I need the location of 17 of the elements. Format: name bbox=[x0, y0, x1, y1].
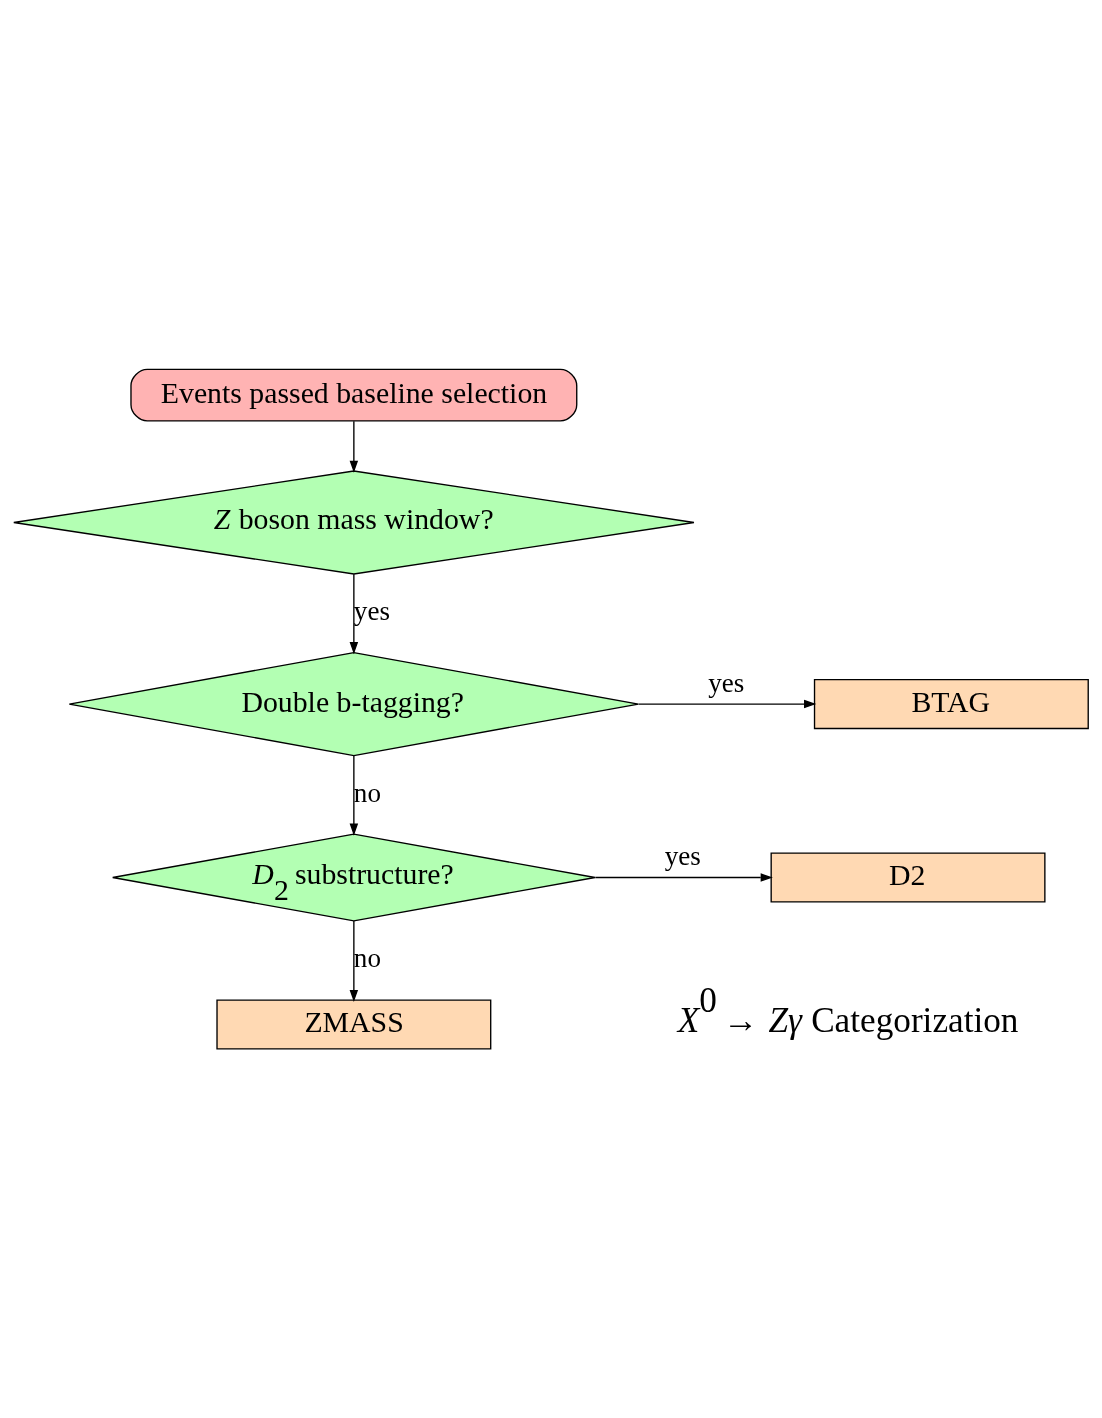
edge-label: no bbox=[353, 777, 381, 808]
arrow bbox=[349, 919, 359, 1002]
node-box: BTAG bbox=[813, 678, 1089, 729]
edge-label: no bbox=[353, 942, 381, 973]
node-box: Events passed baseline selection bbox=[130, 368, 578, 422]
node-box: ZMASS bbox=[216, 998, 492, 1050]
arrow bbox=[349, 754, 359, 836]
arrow bbox=[594, 872, 773, 882]
edge-label: yes bbox=[708, 667, 745, 698]
arrow bbox=[349, 419, 359, 473]
arrow bbox=[637, 699, 817, 708]
edge-label: yes bbox=[664, 840, 701, 871]
node-diamond: Double b-tagging? bbox=[68, 651, 640, 756]
node-box: D2 bbox=[770, 851, 1046, 903]
edge-label: yes bbox=[353, 595, 390, 626]
node-diamond: Z boson mass window? bbox=[13, 469, 695, 575]
arrow bbox=[349, 573, 359, 654]
